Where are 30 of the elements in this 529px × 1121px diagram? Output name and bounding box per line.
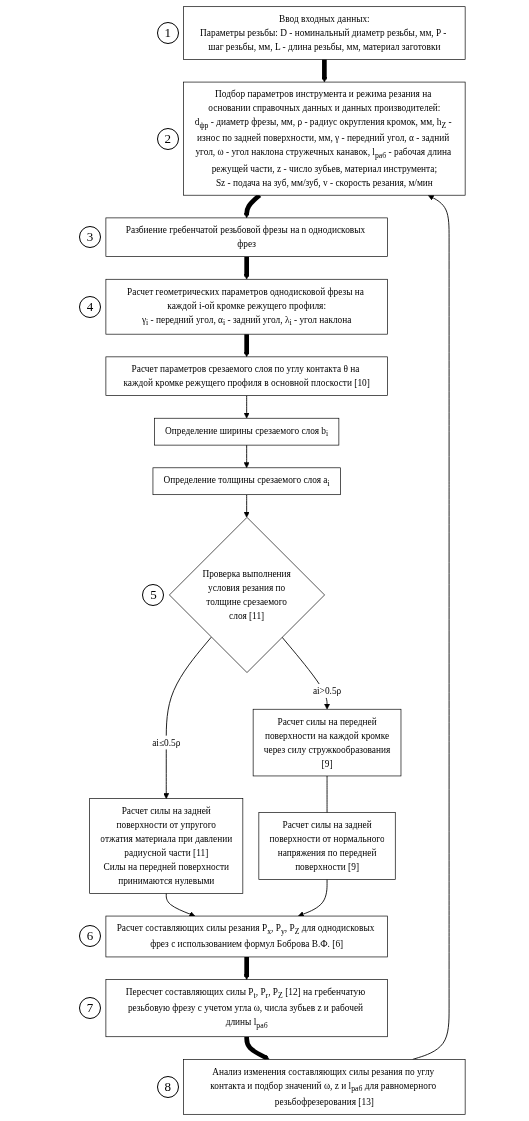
- arrow: [244, 1036, 270, 1061]
- node-box: Расчет силы на задней поверхности от упругого отжатия материала при давлении радиусной части [11] Силы на передней поверхности принимаются нулевыми: [89, 798, 244, 894]
- node-box: Расчет геометрических параметров однодисковой фрезы на каждой i-ой кромке режущего профиля: γ$_{i}$ - передний угол, α$_{i}$ - задний угол, λ$_{i}$ - угол наклона: [105, 278, 388, 335]
- step-number: 7: [78, 997, 101, 1020]
- arrow: [243, 956, 250, 980]
- node-box: Подбор параметров инструмента и режима резания на основании справочных данных и данных производителей: d$_{фр}$ - диаметр фрезы, мм, ρ - радиус округления кромок, мм, h$_{Z}$ - износ по задней поверхности, мм, γ - передний угол, α - задний угол, ω - угол наклона стружечных канавок, l$_{раб}$ - рабочая длина режущей части, z - число зубьев, материал инструмента; Sz - подача на зуб, мм/зуб, v - скорость резания, м/мин: [183, 81, 466, 196]
- arrow: [321, 58, 328, 83]
- node-box: Расчет параметров срезаемого слоя по углу контакта θ на каждой кромке режущего профиля в основной плоскости [10]: [105, 356, 388, 396]
- connector: [326, 775, 328, 814]
- step-number: 8: [156, 1075, 179, 1098]
- node-box: Ввод входных данных: Параметры резьбы: D - номинальный диаметр резьбы, мм, P - шаг резьбы, мм, L - длина резьбы, мм, материал заготовки: [183, 6, 466, 60]
- step-number: 6: [78, 925, 101, 948]
- node-box: Определение толщины срезаемого слоя a$_{i}$: [152, 467, 341, 495]
- arrow: [243, 333, 250, 358]
- node-box: Расчет силы на передней поверхности на каждой кромке через силу стружкообразования [9]: [252, 708, 402, 777]
- node-box: Расчет силы на задней поверхности от нормального напряжения по передней поверхности [9]: [258, 812, 396, 880]
- step-number: 5: [142, 583, 165, 606]
- node-box: Пересчет составляющих силы P$_{t}$, P$_{r}$, P$_{Z}$ [12] на гребенчатую резьбовую фрезу с учетом угла ω, числа зубьев z и рабочей длины l$_{раб}$: [105, 979, 388, 1038]
- node-box: Расчет составляющих силы резания P$_{x}$, P$_{y}$, P$_{Z}$ для однодисковых фрез с использованием формул Боброва В.Ф. [6]: [105, 915, 388, 958]
- edge-label: ai≤0.5ρ: [152, 737, 181, 748]
- node-box: Определение ширины срезаемого слоя b$_{i}$: [154, 417, 340, 446]
- edge-label: ai>0.5ρ: [312, 685, 342, 696]
- step-number: 1: [156, 22, 179, 45]
- step-number: 3: [78, 226, 101, 249]
- node-box: Разбиение гребенчатой резьбовой фрезы на n однодисковых фрез: [105, 217, 388, 257]
- step-number: 4: [78, 295, 101, 318]
- step-number: 2: [156, 127, 179, 150]
- node-diamond: Проверка выполнения условия резания по толщине срезаемого слоя [11]: [169, 517, 325, 673]
- arrow: [243, 256, 250, 280]
- node-box: Анализ изменения составляющих силы резания по углу контакта и подбор значений ω, z и l$_{раб}$ для равномерного резьбофрезерования [13]: [183, 1059, 466, 1115]
